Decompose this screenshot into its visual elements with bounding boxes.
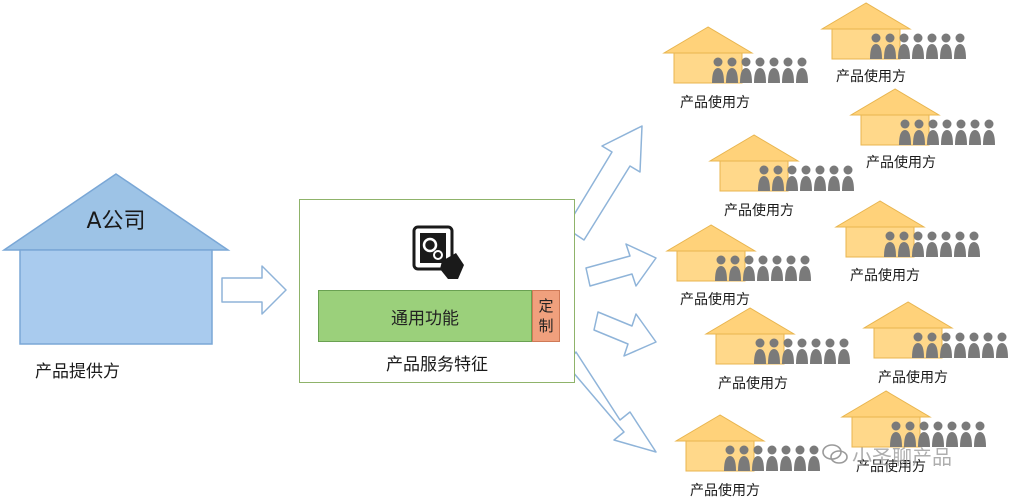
custom-char-2: 制 [538,317,554,335]
user-house-8 [862,301,1008,359]
user-house-1 [662,26,808,84]
arrow-to-users-top [565,125,643,241]
user-label-3: 产品使用方 [866,155,936,171]
user-house-3 [849,88,995,146]
provider-house [1,173,231,345]
user-house-9 [674,414,820,472]
watermark-text: 小圣聊产品 [852,445,952,469]
user-label-2: 产品使用方 [836,69,906,85]
general-features-bar: 通用功能 [318,290,532,342]
user-label-6: 产品使用方 [850,268,920,284]
arrow-to-users-lower [593,311,657,357]
user-label-8: 产品使用方 [878,370,948,386]
user-label-1: 产品使用方 [680,95,750,111]
user-house-10 [840,390,986,448]
user-label-7: 产品使用方 [718,376,788,392]
user-label-9: 产品使用方 [690,483,760,499]
custom-features-bar: 定 制 [532,290,560,342]
gear-screen-icon [412,225,464,279]
user-label-5: 产品使用方 [680,292,750,308]
custom-char-1: 定 [538,297,554,315]
arrow-provider-to-service [221,265,287,315]
arrow-to-users-bottom [565,351,657,453]
provider-label: 产品提供方 [35,362,120,382]
user-label-4: 产品使用方 [724,203,794,219]
user-house-7 [704,307,850,365]
user-label-10: 产品使用方 [856,459,926,475]
user-house-5 [665,224,811,282]
user-house-6 [834,200,980,258]
arrow-to-users-upper [585,243,657,287]
wechat-icon [822,444,848,464]
user-house-4 [708,134,854,192]
provider-name: A公司 [86,209,146,234]
service-label: 产品服务特征 [386,355,488,375]
user-house-2 [820,2,966,60]
